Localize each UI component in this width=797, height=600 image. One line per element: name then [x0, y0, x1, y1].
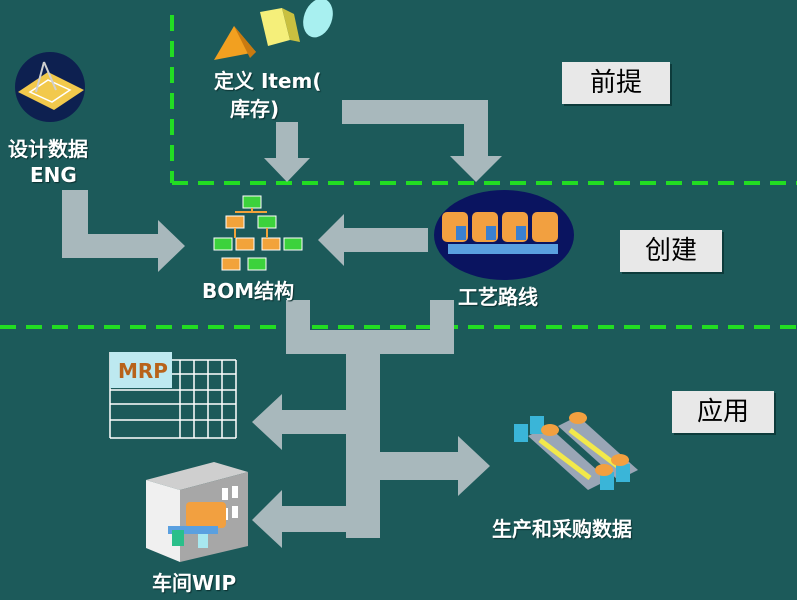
- phase-create-box: 创建: [620, 230, 722, 272]
- design-data-label: 设计数据: [8, 137, 88, 161]
- arrow-routing-to-bom: [318, 214, 428, 266]
- item-shapes-icon: [214, 0, 333, 60]
- item-label-line2: 库存): [230, 97, 280, 121]
- design-eng-label: ENG: [30, 163, 77, 187]
- dashed-separators: [0, 15, 797, 329]
- arrow-to-mrp: [252, 394, 346, 450]
- routing-label: 工艺路线: [458, 285, 538, 309]
- mrp-table-icon: [109, 352, 237, 439]
- arrow-to-production: [380, 436, 490, 496]
- phase-prerequisite-box: 前提: [562, 62, 670, 104]
- bom-label: BOM结构: [202, 279, 295, 303]
- production-label: 生产和采购数据: [492, 517, 632, 541]
- routing-machines-icon: [434, 190, 574, 280]
- item-label-line1: 定义 Item(: [214, 69, 322, 93]
- workshop-building-icon: [146, 462, 248, 562]
- phase-apply-box: 应用: [672, 391, 774, 433]
- arrow-trunk: [346, 354, 380, 538]
- arrow-item-to-bom: [264, 122, 310, 182]
- mrp-label: MRP: [118, 359, 168, 383]
- flow-arrows: [62, 100, 502, 548]
- arrow-to-wip: [252, 490, 346, 548]
- arrow-merge-bom-routing: [286, 300, 454, 354]
- arrow-eng-to-bom: [62, 190, 185, 272]
- bom-tree-icon: [213, 195, 303, 271]
- conveyor-icon: [514, 412, 638, 490]
- design-compass-icon: [15, 52, 85, 122]
- arrow-item-to-routing: [342, 100, 502, 182]
- wip-label: 车间WIP: [152, 571, 237, 595]
